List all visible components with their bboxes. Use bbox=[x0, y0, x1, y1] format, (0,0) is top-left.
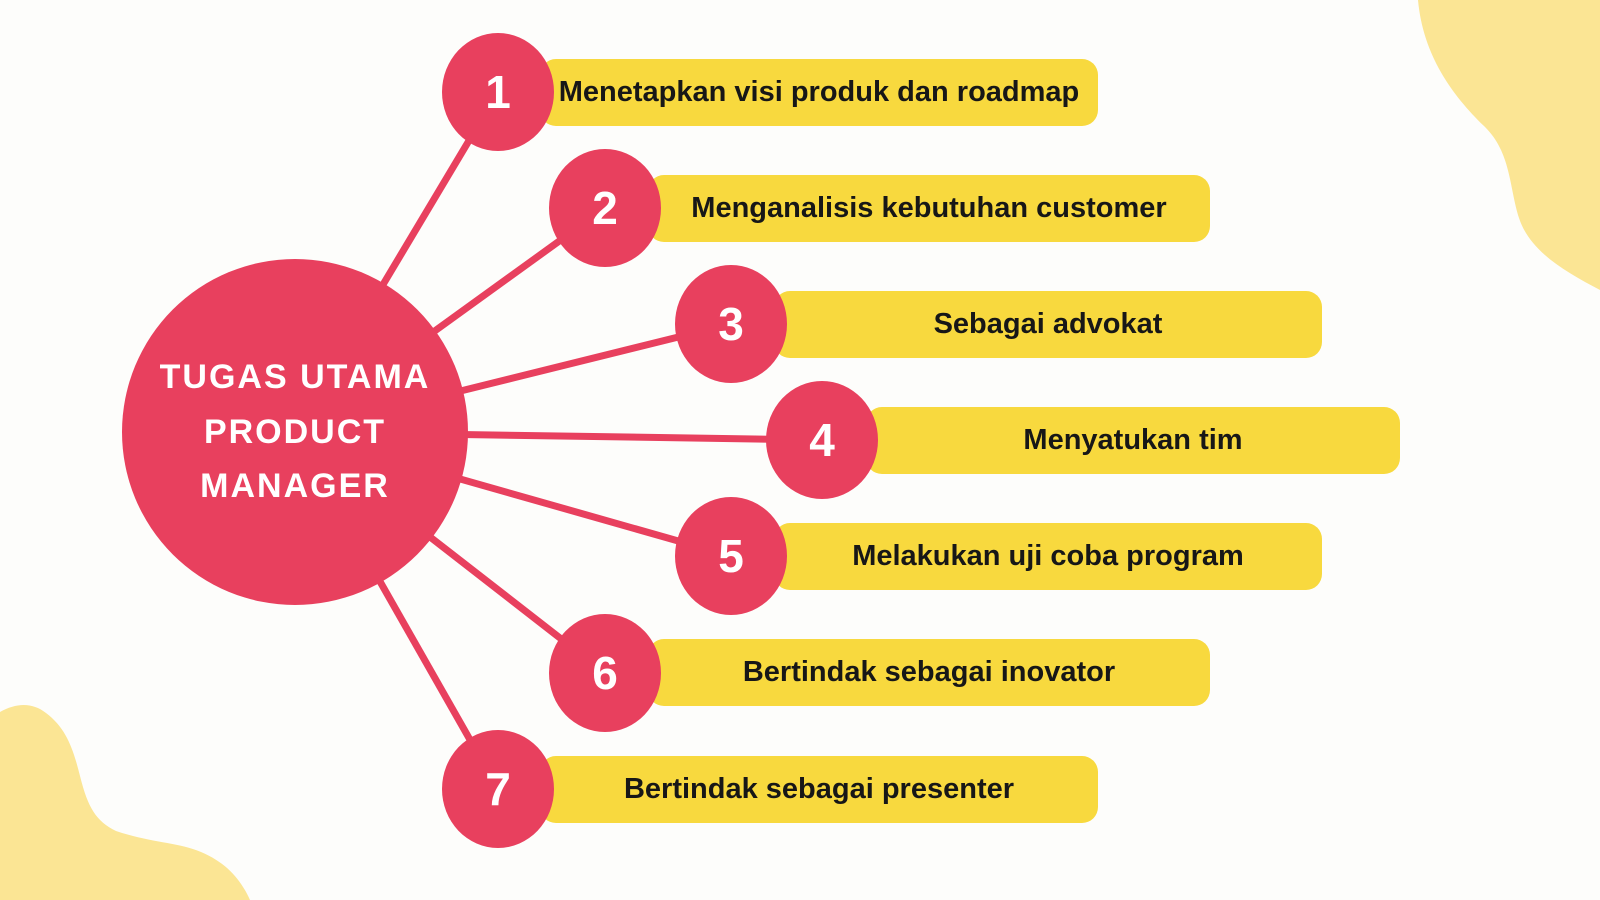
task-number-1: 1 bbox=[485, 66, 511, 118]
task-bar-5: Melakukan uji coba program bbox=[774, 523, 1322, 590]
corner-blob-top-right bbox=[1418, 0, 1600, 290]
page-title-line-2: PRODUCT bbox=[203, 412, 387, 451]
task-bar-4: Menyatukan tim bbox=[866, 407, 1400, 474]
task-number-circle-4: 4 bbox=[766, 381, 878, 499]
task-label-4: Menyatukan tim bbox=[1023, 424, 1243, 456]
task-label-1: Menetapkan visi produk dan roadmap bbox=[558, 76, 1080, 108]
task-label-7: Bertindak sebagai presenter bbox=[623, 773, 1015, 805]
central-topic-circle: TUGAS UTAMA PRODUCT MANAGER bbox=[122, 259, 468, 605]
task-number-3: 3 bbox=[718, 298, 744, 350]
page-title-line-3: MANAGER bbox=[200, 467, 390, 506]
task-bar-3: Sebagai advokat bbox=[774, 291, 1322, 358]
task-number-2: 2 bbox=[592, 182, 618, 234]
task-label-2: Menganalisis kebutuhan customer bbox=[691, 192, 1167, 224]
task-bar-2: Menganalisis kebutuhan customer bbox=[648, 175, 1210, 242]
task-number-circle-2: 2 bbox=[549, 149, 661, 267]
task-number-circle-6: 6 bbox=[549, 614, 661, 732]
task-number-5: 5 bbox=[718, 530, 744, 582]
task-number-circle-5: 5 bbox=[675, 497, 787, 615]
task-number-4: 4 bbox=[809, 414, 835, 466]
task-number-7: 7 bbox=[485, 763, 511, 815]
page-title: TUGAS UTAMA PRODUCT MANAGER bbox=[160, 350, 431, 513]
task-bar-7: Bertindak sebagai presenter bbox=[540, 756, 1098, 823]
task-label-6: Bertindak sebagai inovator bbox=[742, 656, 1116, 688]
corner-blob-bottom-left bbox=[0, 705, 250, 900]
task-number-circle-7: 7 bbox=[442, 730, 554, 848]
task-label-3: Sebagai advokat bbox=[933, 308, 1163, 340]
task-label-5: Melakukan uji coba program bbox=[852, 540, 1244, 572]
task-number-6: 6 bbox=[592, 647, 618, 699]
task-bar-1: Menetapkan visi produk dan roadmap bbox=[540, 59, 1098, 126]
task-number-circle-3: 3 bbox=[675, 265, 787, 383]
task-number-circle-1: 1 bbox=[442, 33, 554, 151]
task-bar-6: Bertindak sebagai inovator bbox=[648, 639, 1210, 706]
page-title-line-1: TUGAS UTAMA bbox=[159, 358, 431, 397]
